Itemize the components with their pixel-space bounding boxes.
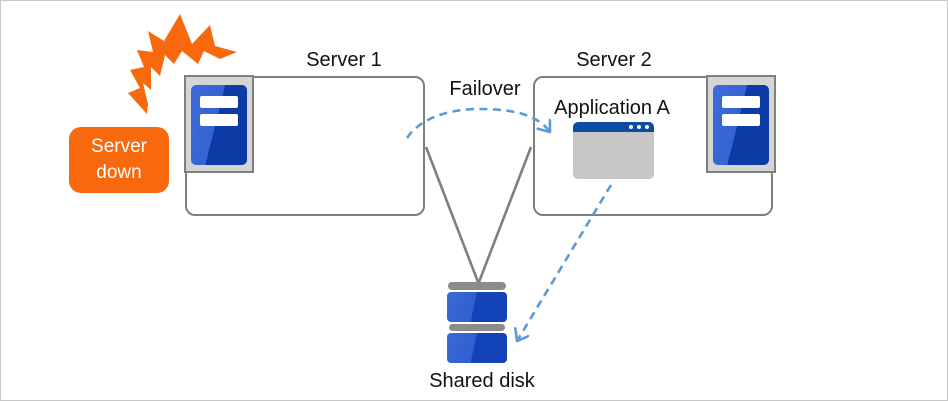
failover-arrow-icon [405,107,550,139]
shared-disk-icon [448,282,506,290]
server-drive-slot [200,114,238,126]
window-dot-icon [636,124,641,130]
app-window-titlebar [573,122,654,132]
server2-label: Server 2 [576,49,652,71]
server1-disk-line [424,146,480,283]
disk-divider [449,324,505,331]
window-dot-icon [628,124,633,130]
server-drive-slot [722,114,760,126]
server2-disk-line [477,146,533,283]
window-dot-icon [644,124,649,130]
app-window-body [573,132,654,179]
app-window-icon [573,122,654,179]
disk-platter-icon [447,333,507,363]
failover-label: Failover [449,78,521,100]
disk-platter-icon [447,292,507,322]
server-drive-slot [200,96,238,108]
server-down-label: Server down [91,136,147,183]
server1-label: Server 1 [306,49,382,71]
application-label: Application A [554,97,670,119]
server1-tower-icon [184,75,254,173]
server2-tower-icon [706,75,776,173]
shared-disk-label: Shared disk [429,370,535,392]
server-tower-panel [713,85,769,165]
server-tower-panel [191,85,247,165]
server-drive-slot [722,96,760,108]
server-down-badge: Server down [69,127,169,193]
